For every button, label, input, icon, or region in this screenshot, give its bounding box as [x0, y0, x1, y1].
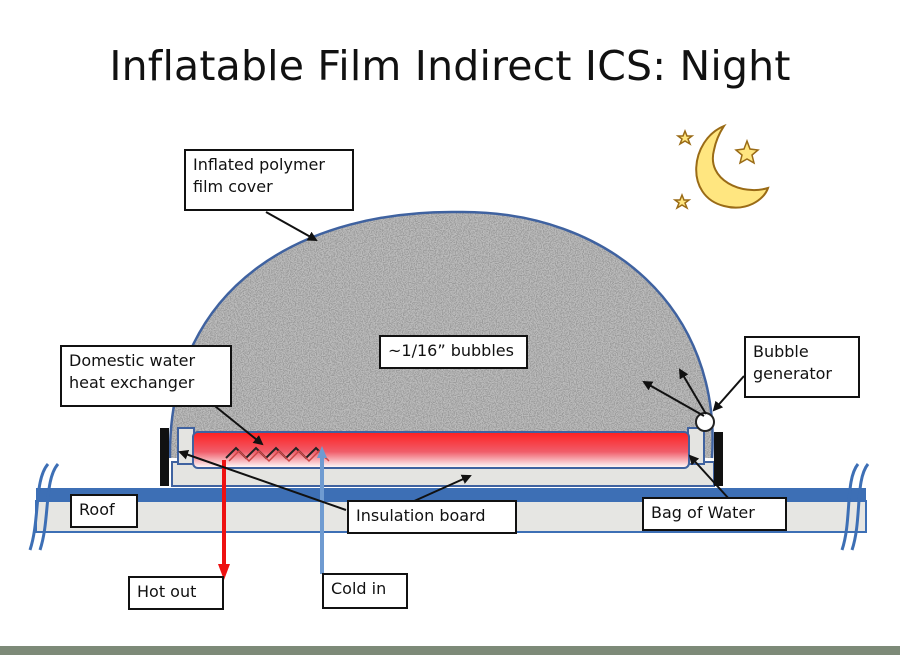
moon-icon	[695, 123, 770, 209]
slide-title: Inflatable Film Indirect ICS: Night	[109, 42, 791, 90]
label-bubbles: ~1/16” bubbles	[379, 335, 528, 369]
label-cold-in: Cold in	[322, 573, 408, 609]
star-icon	[675, 128, 695, 146]
inflated-film-dome	[168, 210, 714, 459]
label-film-cover: Inflated polymer film cover	[184, 149, 354, 211]
label-bubble-generator: Bubble generator	[744, 336, 860, 398]
star-icon	[672, 192, 692, 210]
label-heat-exchanger: Domestic water heat exchanger	[60, 345, 232, 407]
footer-bar	[0, 646, 900, 655]
label-insulation-board: Insulation board	[347, 500, 517, 534]
label-bag-of-water: Bag of Water	[642, 497, 787, 531]
star-icon	[734, 138, 760, 165]
bubble-generator	[695, 412, 715, 432]
water-bag	[192, 431, 690, 469]
label-roof: Roof	[70, 494, 138, 528]
label-hot-out: Hot out	[128, 576, 224, 610]
